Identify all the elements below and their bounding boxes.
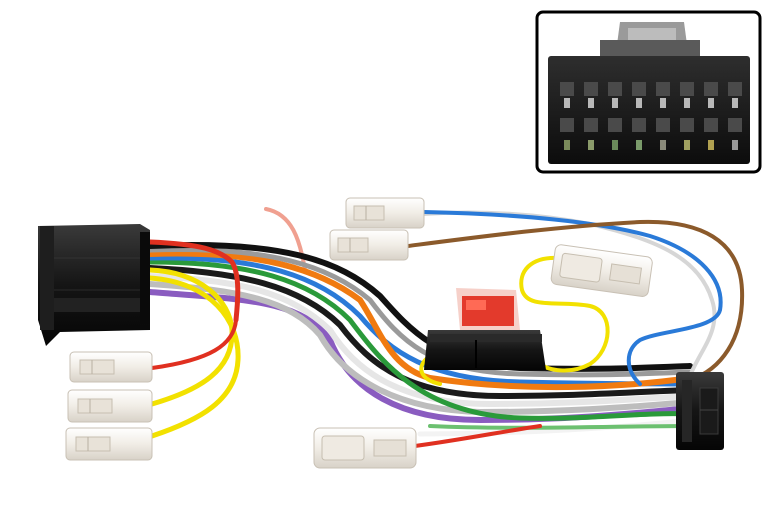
black-wire-2 xyxy=(147,241,693,372)
white-wire-2 xyxy=(417,417,693,437)
spade-terminal xyxy=(65,427,153,461)
blue-wire-1 xyxy=(422,210,723,386)
red-wire-2 xyxy=(413,424,542,448)
female-terminal xyxy=(313,427,417,469)
top-terminals xyxy=(329,197,425,261)
black-wire-1 xyxy=(147,265,693,400)
red-wire-bundle xyxy=(147,239,241,323)
iso-connector xyxy=(38,224,150,346)
orange-wire xyxy=(147,250,693,391)
brown-wire xyxy=(406,219,745,382)
pin-contacts xyxy=(564,98,738,150)
pin-slots xyxy=(560,82,742,132)
spade-terminal xyxy=(329,229,409,261)
green-white-wire xyxy=(428,424,692,430)
grey-wire-1 xyxy=(147,281,693,416)
left-terminals xyxy=(65,351,153,461)
spade-terminal xyxy=(67,389,153,423)
pink-wire xyxy=(264,207,307,272)
fuse-holder xyxy=(424,288,546,370)
spade-terminal xyxy=(69,351,153,383)
yellow-wire-2 xyxy=(147,275,241,439)
green-wire xyxy=(147,259,693,421)
white-wire-1 xyxy=(147,273,693,408)
female-terminal xyxy=(550,244,653,297)
grey-wire-2 xyxy=(147,247,693,378)
pin-connector xyxy=(676,372,724,450)
yellow-wire-3 xyxy=(519,255,610,373)
connector-inset xyxy=(535,10,762,174)
wire-bundle xyxy=(147,207,745,448)
red-wire-1 xyxy=(150,318,238,370)
spade-terminal xyxy=(345,197,425,229)
